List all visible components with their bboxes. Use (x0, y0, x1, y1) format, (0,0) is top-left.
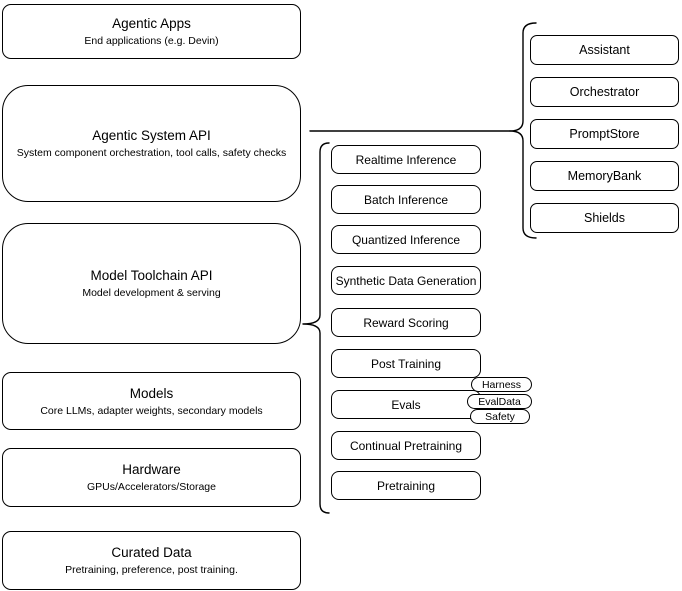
box-batch-inference: Batch Inference (331, 185, 481, 214)
box-realtime-inference: Realtime Inference (331, 145, 481, 174)
box-subtitle: System component orchestration, tool cal… (16, 147, 287, 159)
box-title: Hardware (122, 462, 181, 477)
box-models: Models Core LLMs, adapter weights, secon… (2, 372, 301, 430)
pill-harness: Harness (471, 377, 532, 392)
middle-column-brace (302, 142, 330, 514)
box-continual-pretraining: Continual Pretraining (331, 431, 481, 460)
box-assistant: Assistant (530, 35, 679, 65)
box-quantized-inference: Quantized Inference (331, 225, 481, 254)
box-subtitle: Pretraining, preference, post training. (65, 564, 238, 576)
box-pretraining: Pretraining (331, 471, 481, 500)
box-title: Curated Data (111, 545, 192, 560)
box-subtitle: GPUs/Accelerators/Storage (87, 481, 216, 493)
pill-evaldata: EvalData (467, 394, 532, 409)
box-subtitle: End applications (e.g. Devin) (84, 35, 219, 47)
box-model-toolchain-api: Model Toolchain API Model development & … (2, 223, 301, 344)
box-title: Agentic System API (92, 128, 211, 143)
box-orchestrator: Orchestrator (530, 77, 679, 107)
box-hardware: Hardware GPUs/Accelerators/Storage (2, 448, 301, 507)
pill-safety: Safety (470, 409, 530, 424)
box-post-training: Post Training (331, 349, 481, 378)
box-shields: Shields (530, 203, 679, 233)
box-promptstore: PromptStore (530, 119, 679, 149)
box-synthetic-data-generation: Synthetic Data Generation (331, 266, 481, 295)
box-curated-data: Curated Data Pretraining, preference, po… (2, 531, 301, 590)
box-subtitle: Core LLMs, adapter weights, secondary mo… (40, 404, 263, 417)
box-agentic-apps: Agentic Apps End applications (e.g. Devi… (2, 4, 301, 59)
box-evals: Evals (331, 390, 481, 419)
box-title: Models (129, 385, 174, 401)
box-memorybank: MemoryBank (530, 161, 679, 191)
box-title: Agentic Apps (112, 16, 191, 31)
box-agentic-system-api: Agentic System API System component orch… (2, 85, 301, 202)
box-reward-scoring: Reward Scoring (331, 308, 481, 337)
box-subtitle: Model development & serving (82, 287, 221, 299)
box-title: Model Toolchain API (90, 268, 213, 283)
